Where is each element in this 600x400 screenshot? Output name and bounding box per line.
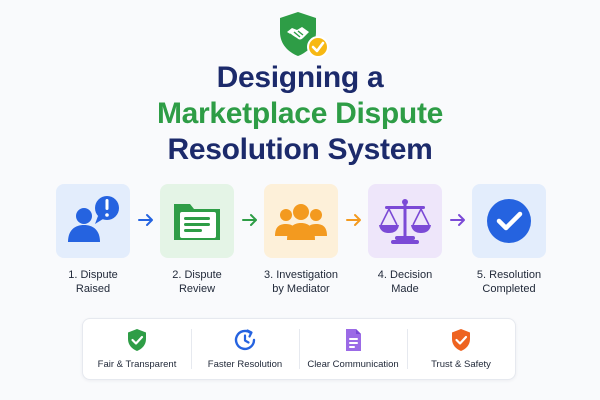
group-icon [275, 204, 327, 240]
step-5-label: 5. Resolution Completed [476, 269, 542, 295]
step-3-label: 3. Investigation by Mediator [264, 269, 338, 295]
benefit-trust-safety: Trust & Safety [407, 319, 515, 379]
step-2-label: 2. Dispute Review [172, 269, 222, 295]
benefit-label: Fair & Transparent [97, 359, 177, 370]
arrow-right-icon [138, 214, 153, 226]
divider [299, 329, 300, 369]
arrow-right-icon [450, 214, 465, 226]
step-3-tile [264, 184, 338, 258]
step-1-tile [56, 184, 130, 258]
divider [191, 329, 192, 369]
clock-icon [234, 329, 256, 351]
benefit-label: Faster Resolution [207, 359, 283, 370]
arrow-right-icon [242, 214, 257, 226]
step-2-tile [160, 184, 234, 258]
shield-handshake-check-icon [280, 12, 329, 58]
shield-check-icon [452, 329, 470, 351]
benefit-clear-communication: Clear Communication [299, 319, 407, 379]
benefit-label: Trust & Safety [431, 359, 491, 370]
benefit-faster-resolution: Faster Resolution [191, 319, 299, 379]
page-title-line-2: Marketplace Dispute [156, 97, 444, 130]
document-icon [346, 329, 361, 351]
shield-check-icon [128, 329, 146, 351]
benefit-fair-transparent: Fair & Transparent [83, 319, 191, 379]
page-title-line-1: Designing a [216, 61, 384, 94]
arrow-right-icon [346, 214, 361, 226]
benefits-bar: Fair & Transparent Faster Resolution Cle… [82, 318, 516, 380]
step-1-label: 1. Dispute Raised [68, 269, 118, 295]
benefit-label: Clear Communication [307, 359, 399, 370]
check-circle-icon [487, 199, 531, 243]
divider [407, 329, 408, 369]
scales-icon [379, 199, 431, 244]
document-folder-icon [174, 204, 220, 240]
step-5-tile [472, 184, 546, 258]
step-4-tile [368, 184, 442, 258]
step-4-label: 4. Decision Made [377, 269, 433, 295]
page-title-line-3: Resolution System [167, 133, 433, 166]
person-alert-icon [68, 196, 119, 242]
